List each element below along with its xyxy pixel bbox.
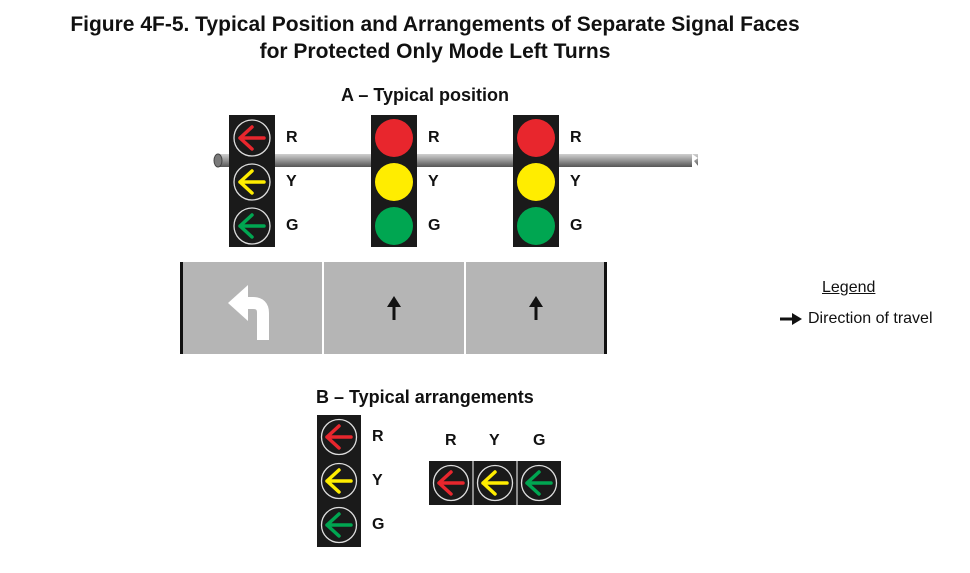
face3-label-g: G xyxy=(570,217,583,234)
signal-face-left-arrow xyxy=(229,115,275,247)
arrow-right-icon xyxy=(780,313,802,325)
mast-arm-pole xyxy=(213,153,699,168)
yellow-ball-lens xyxy=(375,163,413,201)
vertical-arrow-signal-face xyxy=(317,415,361,547)
yellow-arrow-lens xyxy=(320,462,358,500)
figure-title-line-1: Figure 4F-5. Typical Position and Arrang… xyxy=(70,13,800,36)
roadway xyxy=(180,262,607,354)
through-arrow-icon xyxy=(387,296,401,320)
vertical-label-y: Y xyxy=(372,472,383,489)
signal-face-circular-1 xyxy=(371,115,417,247)
yellow-arrow-lens xyxy=(476,464,514,502)
green-arrow-lens xyxy=(320,506,358,544)
red-ball-lens xyxy=(375,119,413,157)
yellow-ball-lens xyxy=(517,163,555,201)
legend-title: Legend xyxy=(822,279,876,296)
legend-item-label: Direction of travel xyxy=(808,310,933,327)
green-arrow-lens xyxy=(233,207,271,245)
face3-label-r: R xyxy=(570,129,582,146)
red-ball-lens xyxy=(517,119,555,157)
red-arrow-lens xyxy=(233,119,271,157)
horizontal-label-r: R xyxy=(445,432,457,449)
red-arrow-lens xyxy=(320,418,358,456)
face1-label-r: R xyxy=(286,129,298,146)
face1-label-g: G xyxy=(286,217,299,234)
legend-item: Direction of travel xyxy=(780,310,933,328)
horizontal-arrow-signal-face xyxy=(429,461,561,505)
left-turn-pavement-arrow-icon xyxy=(228,285,269,340)
section-b-title: B – Typical arrangements xyxy=(316,387,534,407)
vertical-label-r: R xyxy=(372,428,384,445)
green-arrow-lens xyxy=(520,464,558,502)
green-ball-lens xyxy=(375,207,413,245)
red-arrow-lens xyxy=(432,464,470,502)
signal-face-circular-2 xyxy=(513,115,559,247)
horizontal-label-y: Y xyxy=(489,432,500,449)
face2-label-r: R xyxy=(428,129,440,146)
horizontal-label-g: G xyxy=(533,432,546,449)
section-a-title: A – Typical position xyxy=(341,85,510,105)
through-arrow-icon xyxy=(529,296,543,320)
face1-label-y: Y xyxy=(286,173,297,190)
green-ball-lens xyxy=(517,207,555,245)
yellow-arrow-lens xyxy=(233,163,271,201)
face2-label-y: Y xyxy=(428,173,439,190)
face3-label-y: Y xyxy=(570,173,581,190)
face2-label-g: G xyxy=(428,217,441,234)
vertical-label-g: G xyxy=(372,516,385,533)
figure-title-line-2: for Protected Only Mode Left Turns xyxy=(259,40,611,63)
